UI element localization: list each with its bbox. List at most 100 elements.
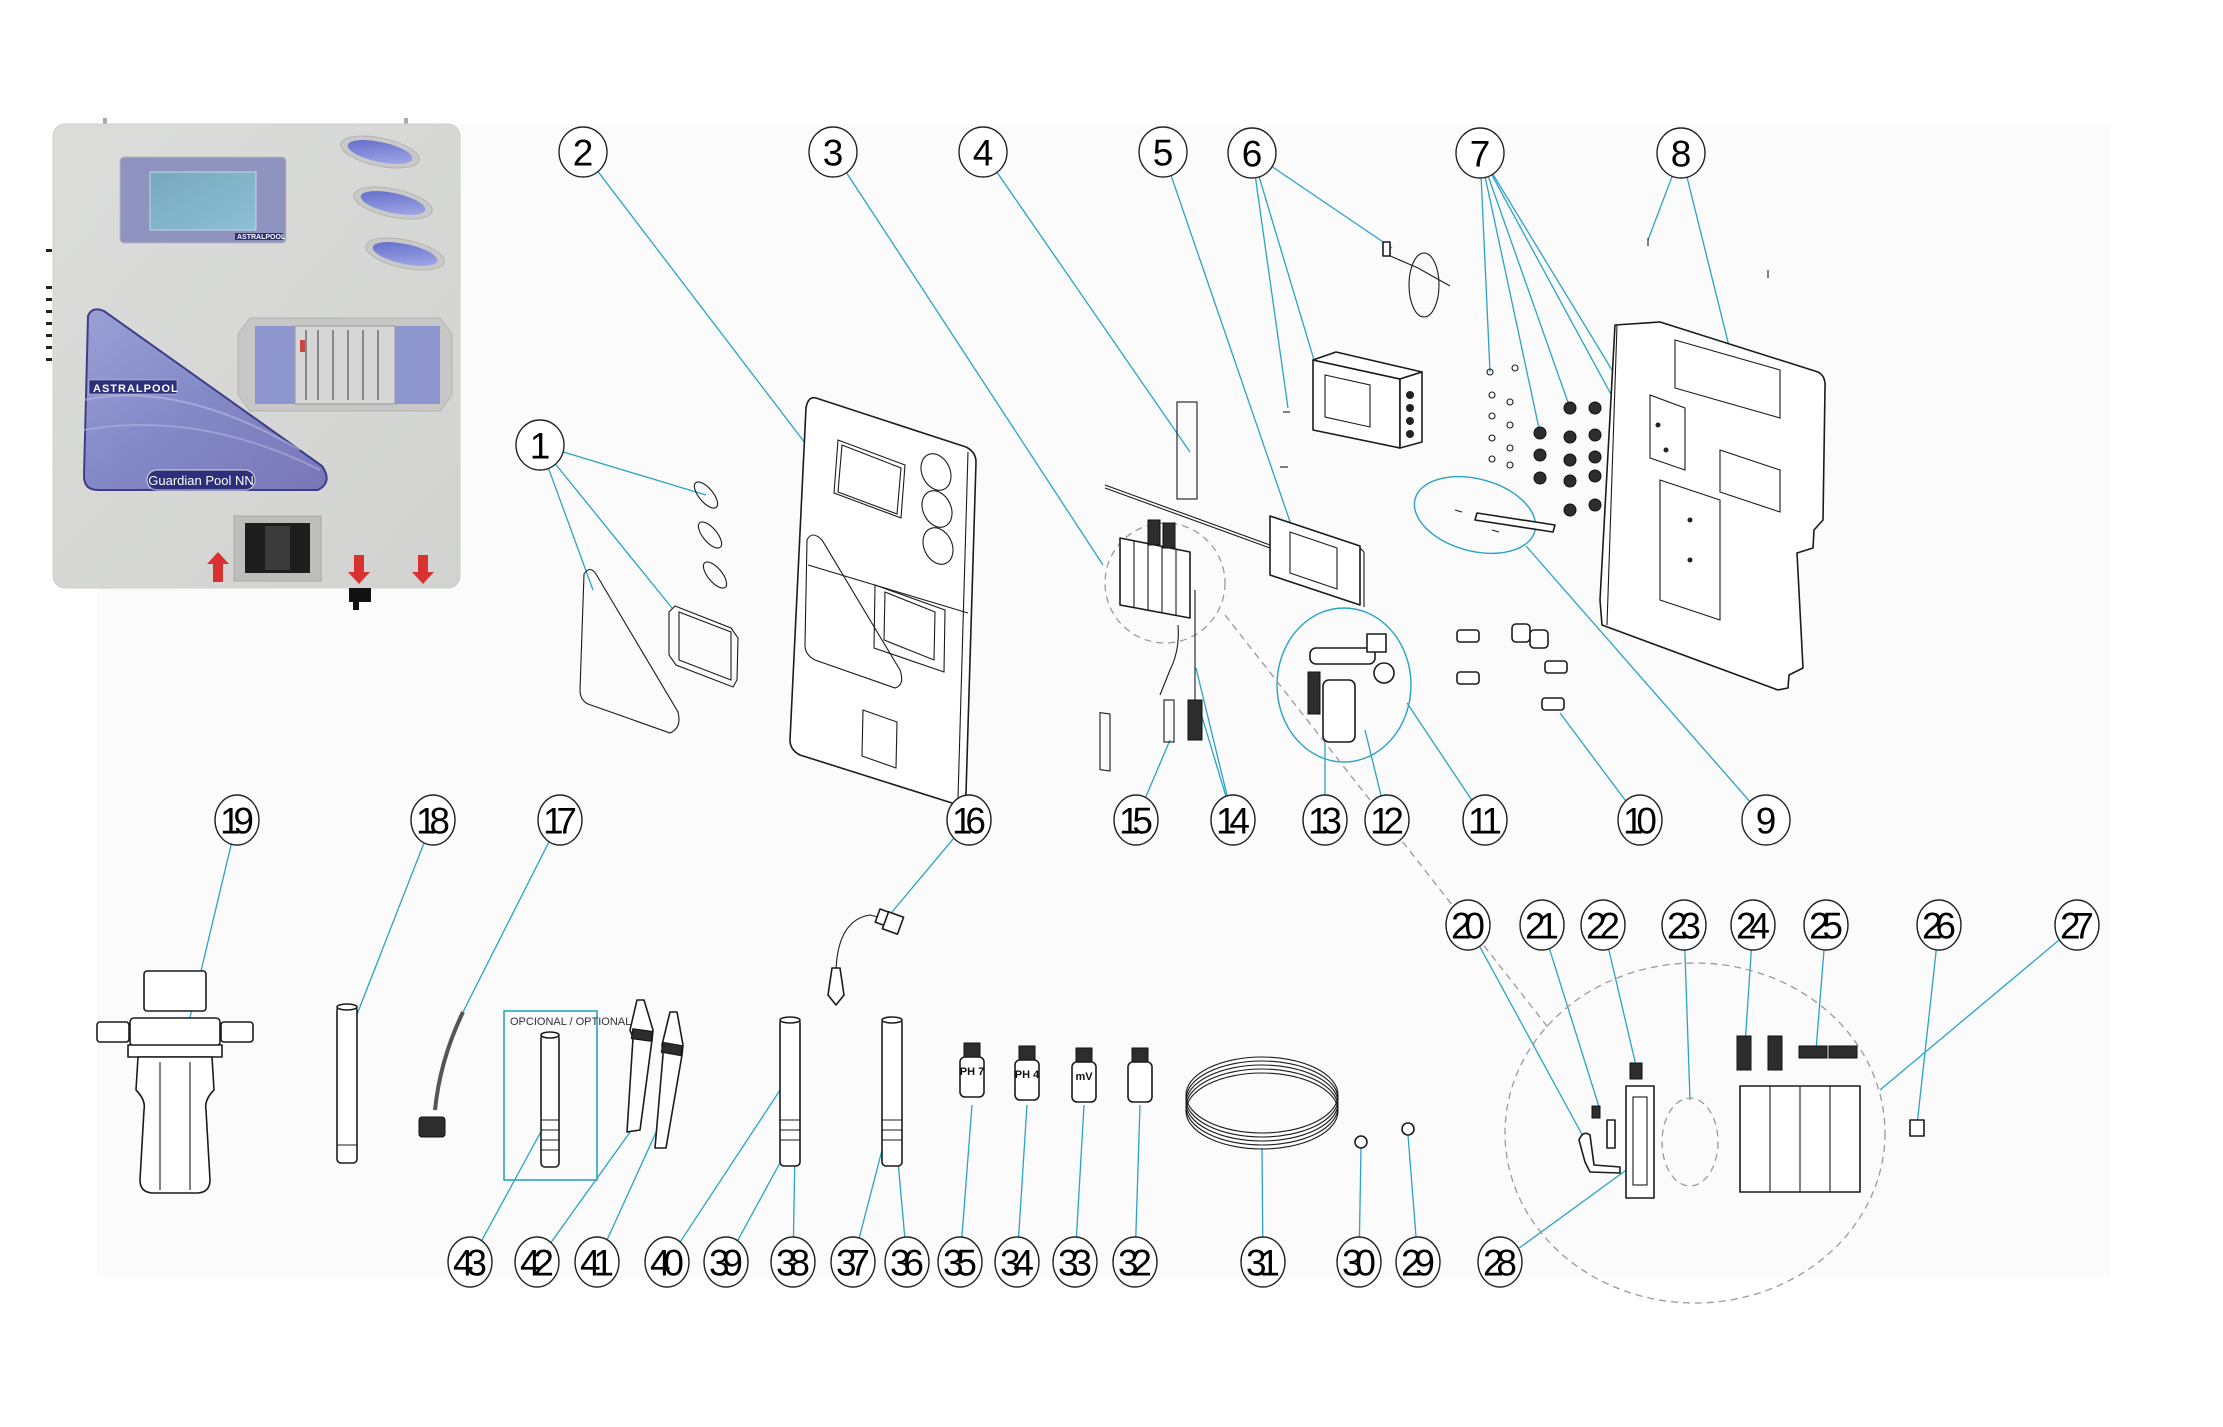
cable-gland: [1588, 401, 1602, 415]
callout-circle: [1445, 899, 1491, 951]
leader-line-8: [1647, 175, 1674, 241]
callout-circle: [1240, 1236, 1286, 1288]
callout-number: 22: [1586, 906, 1620, 947]
callout-circle: [994, 1236, 1040, 1288]
calibration-bottle-35: PH 7: [959, 1042, 985, 1098]
cable-gland: [1563, 401, 1577, 415]
cable-gland: [1588, 469, 1602, 483]
leader-line-1: [562, 451, 707, 496]
leader-line-26: [1916, 948, 1938, 1126]
cable-gland: [1563, 453, 1577, 467]
water-arrows: [207, 552, 434, 584]
callout-12: 12: [1364, 794, 1410, 846]
part-19-filter-housing: [96, 970, 254, 1194]
callout-number: 37: [836, 1243, 870, 1284]
leader-line-18: [346, 842, 425, 1041]
leader-line-21: [1548, 947, 1601, 1111]
callout-circle: [1580, 899, 1626, 951]
callout-26: 26: [1916, 899, 1962, 951]
callout-number: 35: [943, 1243, 977, 1284]
leader-line-6: [1271, 165, 1393, 249]
leader-line-40: [679, 1074, 791, 1243]
callout-number: 6: [1242, 134, 1263, 175]
callout-number: 13: [1308, 801, 1342, 842]
leader-line-1: [547, 467, 594, 591]
leader-line-27: [1879, 939, 2060, 1091]
part-43-optional-electrode: OPCIONAL / OPTIONAL: [503, 1010, 631, 1181]
leader-line-9: [1525, 545, 1751, 803]
callout-number: 34: [1000, 1243, 1034, 1284]
callout-2: 2: [558, 126, 608, 178]
assembled-device-photo: ASTRALPOOL ASTRALPOOL Guardian Pool NN: [46, 118, 461, 610]
part-42-ph-probe: [626, 999, 654, 1133]
device-buttons: [340, 135, 445, 271]
callout-37: 37: [830, 1236, 876, 1288]
callout-number: 29: [1401, 1243, 1435, 1284]
callout-number: 32: [1118, 1243, 1152, 1284]
callout-33: 33: [1052, 1236, 1098, 1288]
device-screen: [149, 171, 257, 231]
callout-circle: [808, 126, 858, 178]
leader-line-7: [1480, 176, 1491, 373]
part-7-cable-glands: [1486, 364, 1602, 517]
callout-40: 40: [644, 1236, 690, 1288]
callout-41: 41: [574, 1236, 620, 1288]
callout-circle: [447, 1236, 493, 1288]
callout-number: 28: [1483, 1243, 1517, 1284]
callout-number: 23: [1667, 906, 1701, 947]
calibration-bottle-32: [1127, 1047, 1153, 1103]
callout-circle: [515, 419, 565, 471]
leader-line-6: [1258, 175, 1321, 381]
part-16-sensor-cable: [827, 908, 905, 1006]
callout-circle: [1364, 794, 1410, 846]
callout-42: 42: [514, 1236, 560, 1288]
cable-gland: [1563, 430, 1577, 444]
part-40-electrode: [779, 1016, 801, 1167]
leader-line-10: [1559, 712, 1627, 802]
callout-number: 30: [1342, 1243, 1376, 1284]
leader-line-17: [462, 841, 550, 1013]
brand-decal: [82, 308, 328, 491]
callout-17: 17: [537, 794, 583, 846]
callout-number: 17: [543, 801, 577, 842]
bottle-cap: [963, 1042, 981, 1058]
callout-35: 35: [937, 1236, 983, 1288]
cable-gland: [1488, 391, 1496, 399]
leader-line-30: [1358, 1147, 1362, 1239]
callout-14: 14: [1210, 794, 1256, 846]
leader-line-11: [1406, 702, 1473, 801]
callout-circle: [1052, 1236, 1098, 1288]
leader-line-20: [1478, 945, 1586, 1141]
cable-gland: [1486, 368, 1494, 376]
callout-circle: [1916, 899, 1962, 951]
leader-line-35: [961, 1104, 973, 1239]
callout-27: 27: [2054, 899, 2100, 951]
leader-line-15: [1144, 739, 1171, 799]
callout-number: 33: [1058, 1243, 1092, 1284]
callout-39: 39: [703, 1236, 749, 1288]
bottle-label: PH 7: [960, 1066, 984, 1078]
leader-line-1: [554, 463, 673, 609]
leader-line-7: [1487, 175, 1571, 409]
optional-label: OPCIONAL / OPTIONAL: [510, 1016, 631, 1028]
leader-line-12: [1364, 729, 1382, 797]
callout-29: 29: [1395, 1236, 1441, 1288]
part-31-tube-coil: [1185, 1056, 1339, 1150]
callout-11: 11: [1462, 794, 1508, 846]
callout-circle: [1336, 1236, 1382, 1288]
cable-gland: [1511, 364, 1519, 372]
part-8-back-panel: [1599, 238, 1826, 691]
leader-line-43: [480, 1114, 551, 1242]
calibration-bottle-34: PH 4: [1014, 1045, 1040, 1101]
callout-circle: [574, 1236, 620, 1288]
part-18-electrode: [336, 1003, 358, 1164]
callout-9: 9: [1741, 794, 1791, 846]
callout-number: 9: [1756, 801, 1777, 842]
leader-line-3: [845, 171, 1104, 566]
callout-circle: [703, 1236, 749, 1288]
callout-1: 1: [515, 419, 565, 471]
callout-18: 18: [410, 794, 456, 846]
